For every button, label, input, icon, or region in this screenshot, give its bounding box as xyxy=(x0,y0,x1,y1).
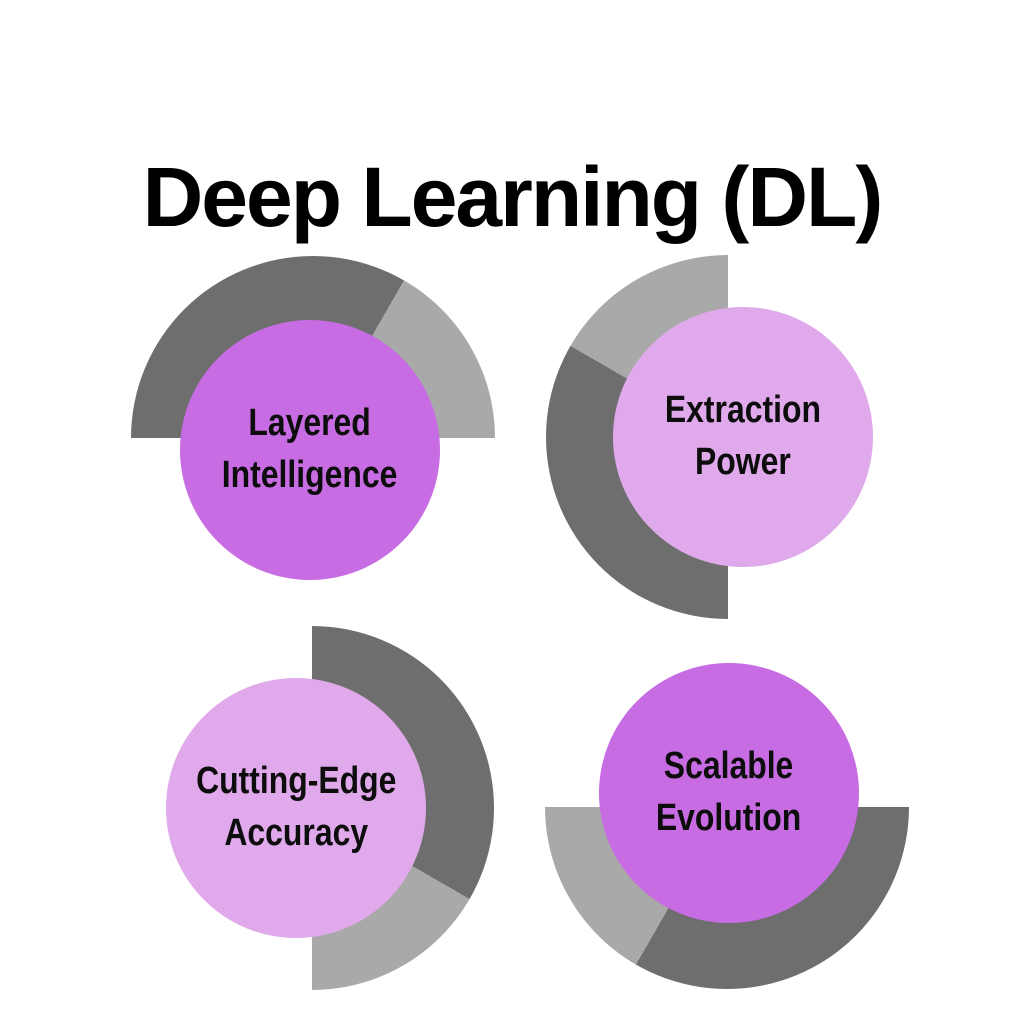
bubble-scalable-evolution: Scalable Evolution xyxy=(599,663,859,923)
bubble-extraction-power: Extraction Power xyxy=(613,307,873,567)
bubble-label: Scalable Evolution xyxy=(656,745,802,839)
bubble-label: Extraction Power xyxy=(664,389,822,483)
page-title: Deep Learning (DL) xyxy=(142,150,884,245)
bubble-label: Cutting-Edge Accuracy xyxy=(195,760,397,854)
bubble-cutting-edge-accuracy: Cutting-Edge Accuracy xyxy=(166,678,426,938)
bubble-label: Layered Intelligence xyxy=(222,402,398,496)
bubble-layered-intelligence: Layered Intelligence xyxy=(180,320,440,580)
